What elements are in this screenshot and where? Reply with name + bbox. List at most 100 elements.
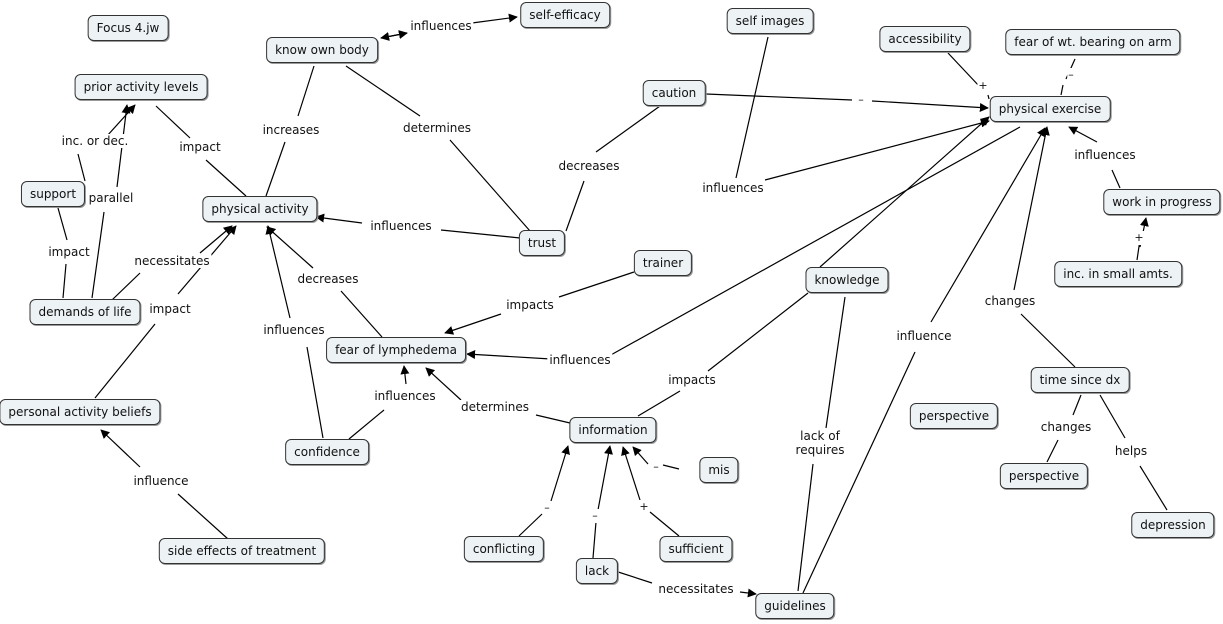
link-arrow xyxy=(199,225,233,254)
link-line xyxy=(649,511,680,537)
link-arrow xyxy=(315,213,363,224)
sign-plus: + xyxy=(977,79,989,93)
concept-self-efficacy[interactable]: self-efficacy xyxy=(520,2,610,28)
link-arrow xyxy=(466,349,552,360)
concept-accessibility[interactable]: accessibility xyxy=(879,26,971,52)
concept-know-own-body[interactable]: know own body xyxy=(266,37,378,63)
link-line xyxy=(91,211,105,299)
link-arrow xyxy=(266,226,314,269)
link-line xyxy=(155,105,191,139)
link-arrow xyxy=(739,588,757,598)
link-label-influences: influences xyxy=(408,19,474,33)
link-line xyxy=(348,409,385,440)
link-arrow xyxy=(632,446,649,465)
concept-mis[interactable]: mis xyxy=(699,457,739,483)
sign-plus: + xyxy=(1133,231,1145,245)
link-line xyxy=(1046,439,1059,463)
concept-personal-activity-beliefs[interactable]: personal activity beliefs xyxy=(0,399,161,425)
sign-minus: – xyxy=(857,93,865,107)
link-label-impacts: impacts xyxy=(504,298,556,312)
link-label-impact: impact xyxy=(177,140,223,154)
link-line xyxy=(535,414,571,424)
link-label-influence: influence xyxy=(894,329,954,343)
link-line xyxy=(205,159,247,197)
link-arrow xyxy=(621,446,641,501)
concept-sufficient[interactable]: sufficient xyxy=(659,536,733,562)
link-line xyxy=(94,323,156,399)
link-line xyxy=(735,36,769,179)
concept-information[interactable]: information xyxy=(569,417,657,443)
link-label-impact: impact xyxy=(46,245,92,259)
concept-inc-in-small-amts[interactable]: inc. in small amts. xyxy=(1054,261,1182,287)
link-arrow xyxy=(400,365,410,385)
link-line xyxy=(1139,465,1168,511)
concept-perspective[interactable]: perspective xyxy=(909,403,999,429)
link-arrow xyxy=(871,100,989,113)
concept-perspective-2[interactable]: perspective xyxy=(999,463,1089,489)
concept-focus[interactable]: Focus 4.jw xyxy=(87,15,169,41)
concept-demands-of-life[interactable]: demands of life xyxy=(29,299,141,325)
concept-knowledge[interactable]: knowledge xyxy=(805,267,889,293)
link-label-influences: influences xyxy=(372,389,438,403)
link-arrow xyxy=(764,118,990,181)
concept-side-effects-of-treatment[interactable]: side effects of treatment xyxy=(158,538,326,564)
link-line xyxy=(637,390,681,417)
concept-prior-activity-levels[interactable]: prior activity levels xyxy=(74,74,208,100)
sign-minus: – xyxy=(652,460,660,474)
concept-trust[interactable]: trust xyxy=(518,230,566,256)
concept-conflicting[interactable]: conflicting xyxy=(463,536,545,562)
link-line xyxy=(565,180,585,232)
concept-self-images[interactable]: self images xyxy=(726,8,814,34)
link-line xyxy=(707,292,809,372)
link-label-influences: influences xyxy=(700,181,766,195)
link-line xyxy=(797,463,814,592)
concept-support[interactable]: support xyxy=(20,181,86,207)
concept-fear-of-lymphedema[interactable]: fear of lymphedema xyxy=(326,337,466,363)
concept-depression[interactable]: depression xyxy=(1131,512,1215,538)
link-label-parallel: parallel xyxy=(86,191,136,205)
concept-caution[interactable]: caution xyxy=(642,80,706,106)
concept-fear-of-wt-bearing-on-arm[interactable]: fear of wt. bearing on arm xyxy=(1005,29,1181,55)
concept-work-in-progress[interactable]: work in progress xyxy=(1103,189,1221,215)
concept-guidelines[interactable]: guidelines xyxy=(755,593,835,619)
sign-plus: + xyxy=(638,500,650,514)
link-line xyxy=(265,141,286,197)
sign-minus: – xyxy=(591,509,599,523)
link-arrow xyxy=(930,127,1046,323)
link-line xyxy=(947,52,981,88)
concept-confidence[interactable]: confidence xyxy=(285,439,369,465)
link-label-influences: influences xyxy=(1072,148,1138,162)
link-line xyxy=(1111,169,1121,189)
link-line xyxy=(825,296,846,429)
link-line xyxy=(802,351,916,594)
concept-physical-activity[interactable]: physical activity xyxy=(202,196,318,222)
concept-time-since-dx[interactable]: time since dx xyxy=(1030,367,1130,393)
link-line xyxy=(1020,313,1076,368)
link-line xyxy=(1072,394,1082,416)
link-line xyxy=(62,263,67,299)
link-line xyxy=(558,271,635,298)
link-label-determines: determines xyxy=(458,400,532,414)
link-line xyxy=(518,513,543,537)
concept-trainer[interactable]: trainer xyxy=(633,250,693,276)
link-label-decreases: decreases xyxy=(295,272,361,286)
link-label-helps: helps xyxy=(1112,444,1150,458)
link-line xyxy=(57,207,68,241)
link-label-impacts: impacts xyxy=(666,373,718,387)
link-line xyxy=(440,229,521,239)
link-line xyxy=(705,93,853,101)
link-line xyxy=(595,105,661,153)
link-line xyxy=(111,272,141,301)
link-arrow xyxy=(1068,126,1098,143)
link-line xyxy=(177,493,229,540)
concept-physical-exercise[interactable]: physical exercise xyxy=(989,96,1111,122)
link-line xyxy=(297,65,315,117)
link-arrow xyxy=(444,313,502,335)
concept-lack[interactable]: lack xyxy=(575,558,619,584)
link-line xyxy=(1099,394,1126,439)
link-line xyxy=(306,346,324,439)
link-label-changes: changes xyxy=(982,294,1038,308)
link-arrow xyxy=(425,367,462,401)
